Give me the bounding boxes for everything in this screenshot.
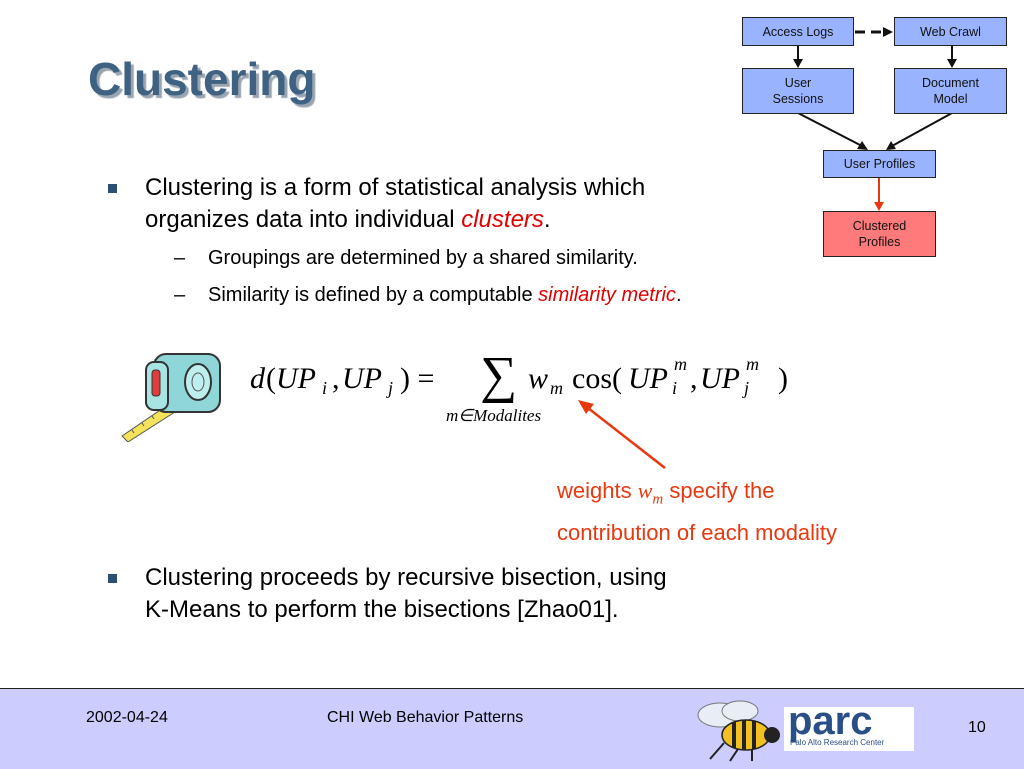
tape-measure-icon — [121, 353, 221, 442]
flowchart-connectors — [793, 27, 957, 211]
flow-box-access-logs: Access Logs — [742, 17, 854, 46]
footer-title: CHI Web Behavior Patterns — [327, 709, 524, 726]
bullet-1-line-1: Clustering is a form of statistical anal… — [145, 174, 646, 201]
slide-title: Clustering — [88, 53, 316, 105]
footer-page-number: 10 — [968, 719, 986, 736]
bullet-2-line-2: K-Means to perform the bisections [Zhao0… — [145, 596, 619, 623]
weights-annotation-line-2: contribution of each modality — [557, 520, 838, 546]
parc-logo-box: parc Palo Alto Research Center — [784, 699, 914, 751]
weights-annotation: weights wm specify the contribution of e… — [557, 474, 837, 550]
sub-bullet-2: Similarity is defined by a computable si… — [208, 284, 682, 306]
bullet-2: Clustering proceeds by recursive bisecti… — [145, 562, 785, 626]
parc-bee-logo — [697, 700, 780, 762]
parc-subtitle: Palo Alto Research Center — [790, 738, 885, 747]
bullet-2-line-1: Clustering proceeds by recursive bisecti… — [145, 564, 667, 591]
flow-box-user-profiles: User Profiles — [823, 150, 936, 178]
sub-dash-2: – — [174, 284, 186, 306]
dashed-arrow-head — [883, 27, 893, 37]
similarity-formula: d ( UP i , UP j ) = ∑ w m cos( UP m i , … — [250, 347, 788, 425]
annotation-arrow — [578, 400, 666, 469]
parc-wordmark: parc — [788, 699, 873, 743]
bullet-1: Clustering is a form of statistical anal… — [145, 172, 785, 236]
slide-footer: 2002-04-24 CHI Web Behavior Patterns par… — [0, 688, 1024, 769]
sub-bullet-1: Groupings are determined by a shared sim… — [208, 247, 638, 269]
bullet-square-1 — [108, 184, 117, 193]
weights-annotation-line-1: weights wm specify the — [557, 478, 775, 508]
sub-dash-1: – — [174, 247, 186, 269]
footer-date: 2002-04-24 — [86, 709, 168, 726]
flow-box-web-crawl: Web Crawl — [894, 17, 1007, 46]
bullet-square-2 — [108, 574, 117, 583]
bullet-1-line-2: organizes data into individual clusters. — [145, 206, 551, 233]
